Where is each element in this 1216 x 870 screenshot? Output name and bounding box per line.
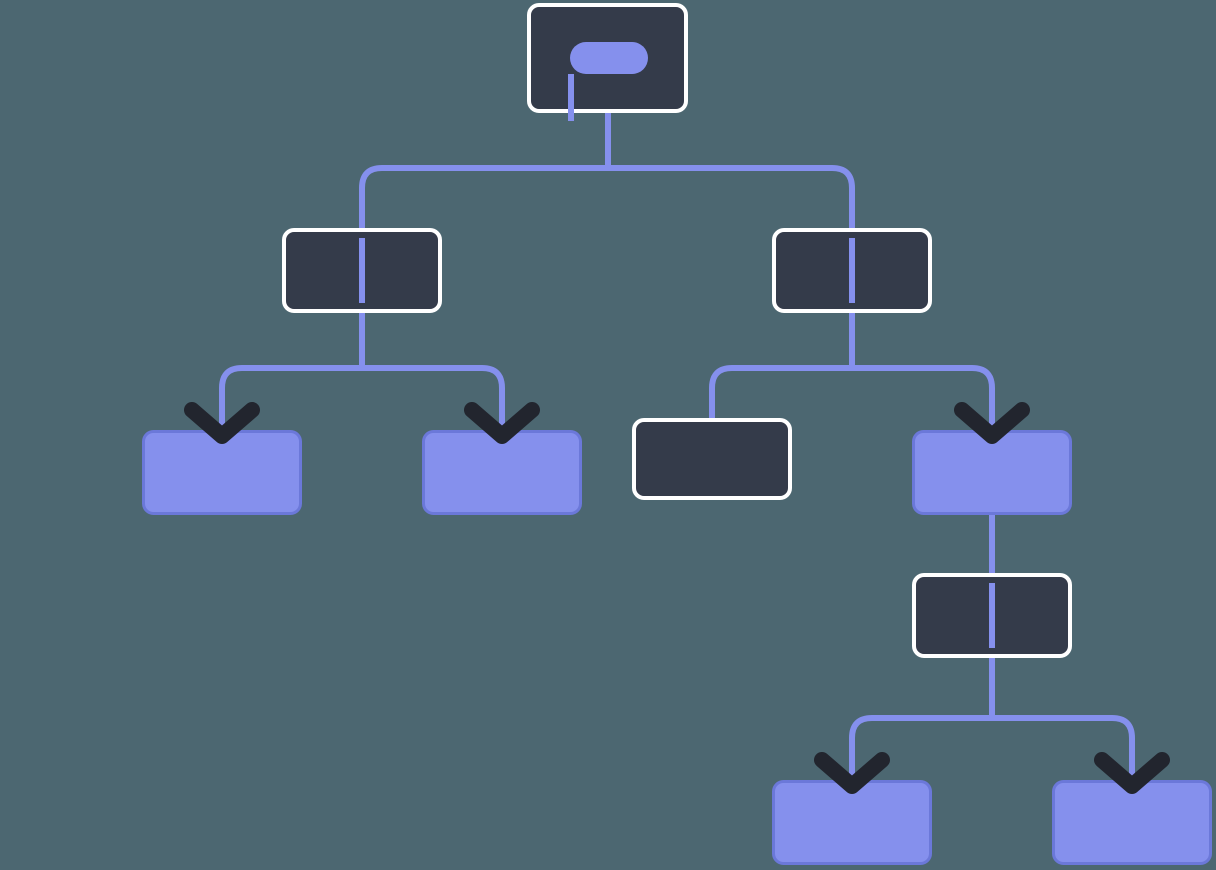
passthrough-layer: [359, 238, 995, 648]
level2-dark-node[interactable]: [632, 418, 792, 500]
edge-level3-to-leaf-a: [849, 715, 992, 780]
edge-root-to-level1-left: [359, 165, 608, 313]
arrowhead-level4-b-chevron: [1094, 752, 1170, 794]
arrowhead-leaf-a: [184, 402, 260, 444]
node-layer: [142, 3, 1212, 865]
arrowhead-branch-node: [954, 402, 1030, 444]
edge-level1-left-to-leaf-b: [362, 365, 505, 430]
edge-level1-right-to-dark-node: [709, 365, 852, 418]
root-node[interactable]: [527, 3, 688, 121]
edge-level3-to-leaf-b: [992, 715, 1135, 780]
root-node-pill-badge: [570, 42, 648, 74]
arrowhead-leaf-b: [464, 402, 540, 444]
edge-layer: [219, 55, 1135, 780]
arrowhead-leaf-b-chevron: [464, 402, 540, 444]
level2-dark-node-shape[interactable]: [632, 418, 792, 500]
arrowhead-level4-a: [814, 752, 890, 794]
edge-root-to-level1-right: [608, 165, 855, 313]
edge-level1-right-to-branch-node: [852, 365, 995, 430]
arrowhead-branch-node-chevron: [954, 402, 1030, 444]
arrowhead-level4-b: [1094, 752, 1170, 794]
edge-level1-left-to-leaf-a: [219, 365, 362, 430]
arrowhead-level4-a-chevron: [814, 752, 890, 794]
arrowhead-layer: [184, 402, 1170, 794]
arrowhead-leaf-a-chevron: [184, 402, 260, 444]
